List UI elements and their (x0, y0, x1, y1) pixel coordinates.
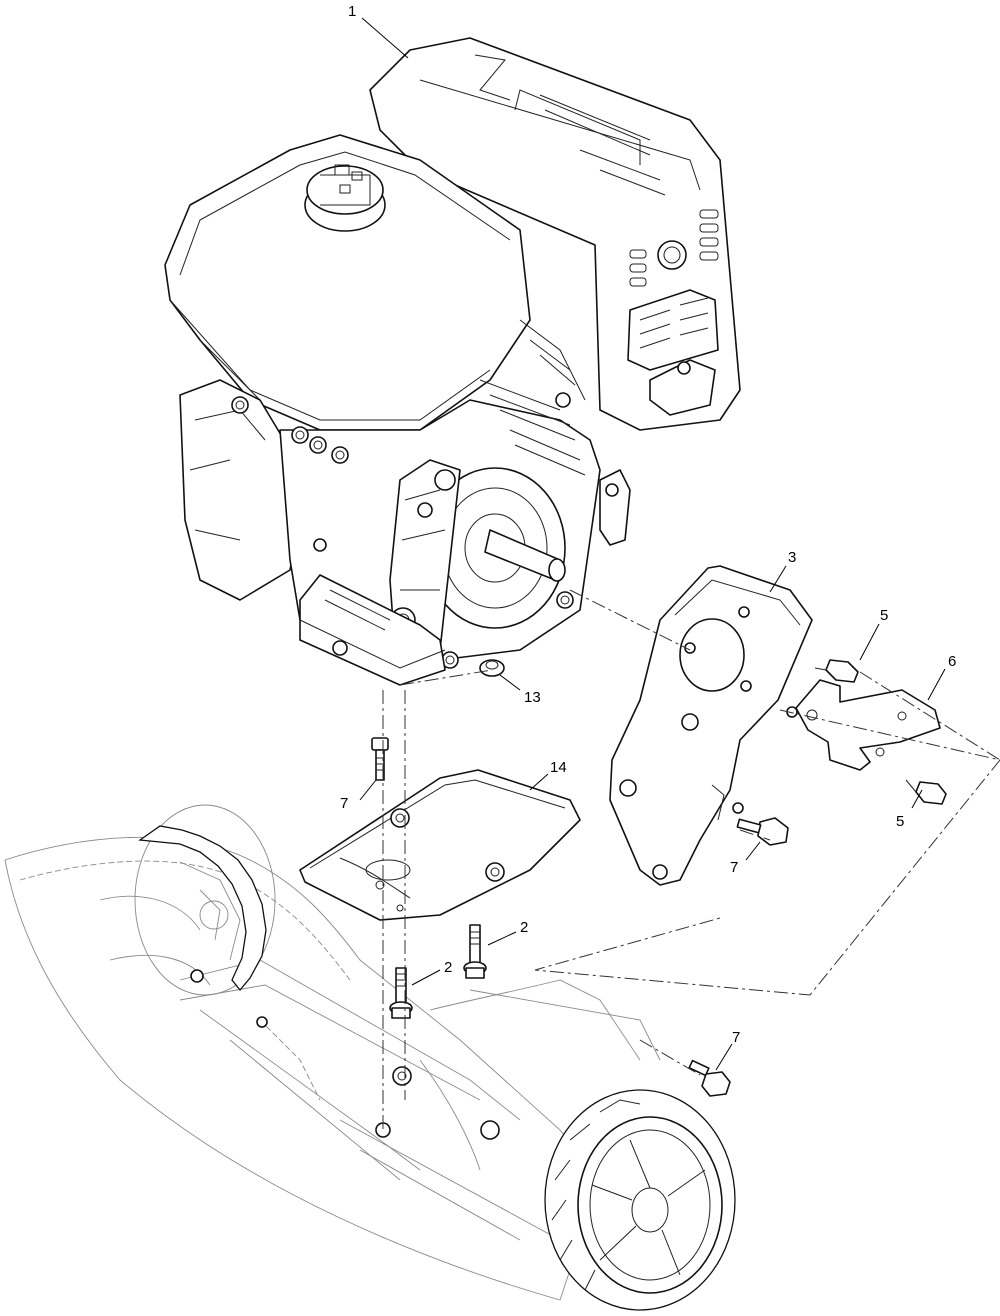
engine-base-plate (299, 769, 581, 921)
callout-14: 14 (550, 759, 567, 776)
callout-7-right: 7 (732, 1029, 740, 1046)
bolt-5-bottom (905, 779, 947, 805)
callout-1: 1 (348, 3, 356, 20)
bolt-2-right (463, 924, 487, 979)
alignment-lines (382, 589, 1000, 1130)
callout-3: 3 (788, 549, 796, 566)
bolt-2-left (389, 967, 413, 1019)
hardware (332, 640, 947, 1097)
rear-wheel (134, 804, 276, 996)
engine-mount-bracket (609, 565, 813, 886)
callout-2-right: 2 (520, 919, 528, 936)
callout-5-bottom: 5 (896, 813, 904, 830)
chassis-frame (4, 836, 661, 1301)
bolt-5-top (814, 659, 859, 683)
flange-nut-13 (479, 659, 505, 677)
spacer-bracket (786, 679, 941, 771)
front-wheel (544, 1089, 736, 1311)
engine-assembly (164, 37, 741, 686)
callout-numbers: 1 3 5 6 5 13 14 7 7 2 2 7 (340, 3, 956, 1046)
muffler-vents (627, 209, 719, 416)
fuel-cap (304, 164, 386, 232)
callout-13: 13 (524, 689, 541, 706)
leader-lines (359, 17, 946, 1071)
bolt-7-right (688, 1059, 731, 1097)
callout-7-left: 7 (340, 795, 348, 812)
callout-2-left: 2 (444, 959, 452, 976)
callout-5-top: 5 (880, 607, 888, 624)
bolt-7-left (371, 737, 389, 781)
callout-6: 6 (948, 653, 956, 670)
engine-bolts (231, 392, 574, 669)
callout-7-middle: 7 (730, 859, 738, 876)
